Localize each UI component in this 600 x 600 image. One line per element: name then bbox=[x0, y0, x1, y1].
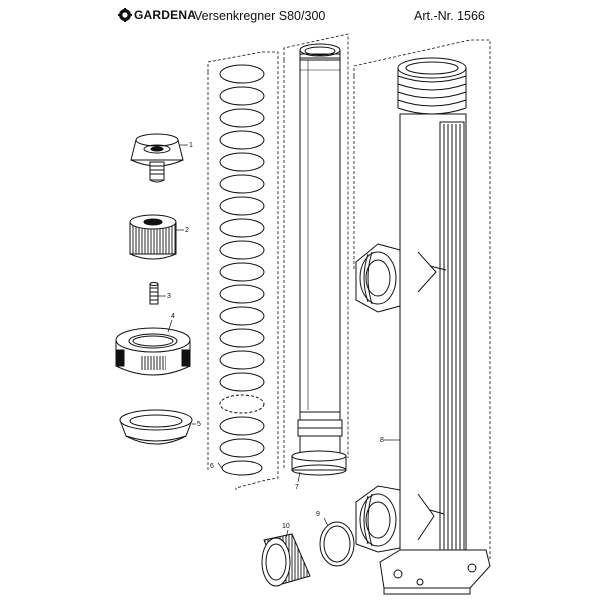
part-10-cap bbox=[261, 533, 311, 587]
article-number: Art.-Nr. 1566 bbox=[414, 9, 485, 23]
callout-9: 9 bbox=[316, 511, 320, 518]
callout-labels: 1 2 3 4 5 6 7 8 9 10 bbox=[167, 142, 384, 530]
gardena-logo-icon bbox=[118, 8, 132, 22]
leader-lines bbox=[158, 144, 400, 539]
part-3-screw bbox=[149, 282, 159, 305]
part-8-housing bbox=[355, 57, 491, 595]
callout-4: 4 bbox=[171, 313, 175, 320]
tube-guide-line bbox=[283, 33, 349, 458]
part-7-riser-tube bbox=[291, 43, 347, 476]
callout-10: 10 bbox=[282, 523, 290, 530]
part-6-spring bbox=[219, 64, 265, 476]
callout-3: 3 bbox=[167, 293, 171, 300]
spring-guide-line bbox=[207, 51, 279, 490]
part-5-collar bbox=[119, 409, 193, 445]
product-title: Versenkregner S80/300 bbox=[194, 9, 326, 23]
part-4-cover-ring bbox=[115, 327, 191, 376]
part-9-o-ring bbox=[319, 521, 355, 567]
part-1-nozzle-head bbox=[130, 133, 184, 183]
callout-1: 1 bbox=[189, 142, 193, 149]
header: GARDENA Versenkregner S80/300 Art.-Nr. 1… bbox=[0, 0, 600, 40]
housing-guide-line bbox=[353, 39, 491, 560]
callout-7: 7 bbox=[295, 484, 299, 491]
callout-5: 5 bbox=[197, 421, 201, 428]
callout-2: 2 bbox=[185, 227, 189, 234]
callout-8: 8 bbox=[380, 437, 384, 444]
gardena-logo: GARDENA bbox=[118, 8, 196, 22]
part-2-ribbed-nut bbox=[129, 214, 177, 260]
brand-name: GARDENA bbox=[134, 8, 197, 22]
callout-6: 6 bbox=[210, 463, 214, 470]
